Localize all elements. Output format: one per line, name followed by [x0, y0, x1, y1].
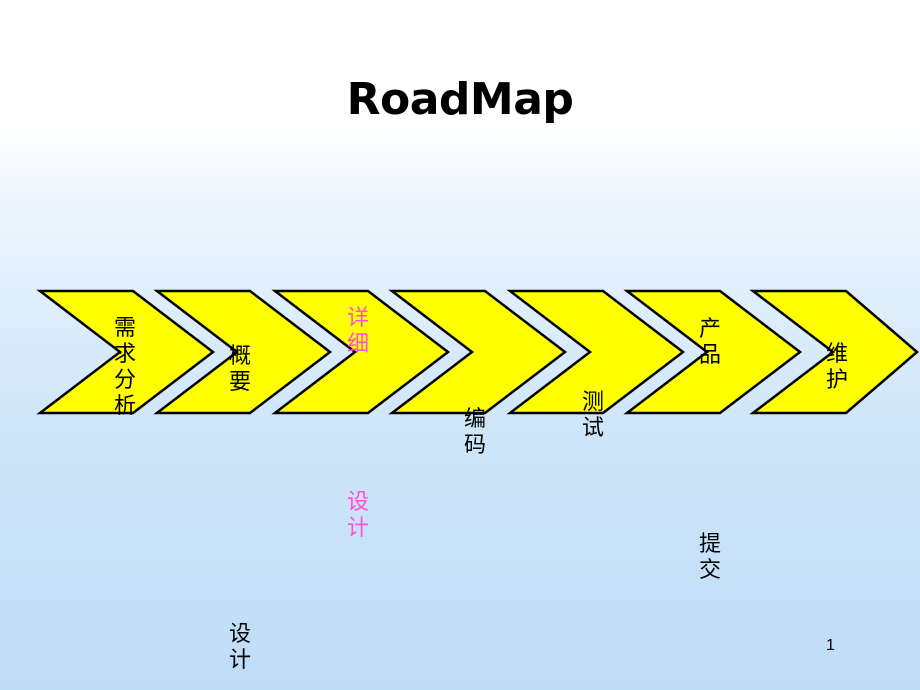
- stage-maintenance-line-1: 维护: [825, 342, 848, 393]
- stage-testing-line-1: 测试: [581, 390, 604, 441]
- stage-label-product-2: 提交: [695, 532, 725, 584]
- stage-outline-line-1: 概要: [228, 344, 251, 395]
- chevron-product: [623, 289, 803, 415]
- chevron-outline: [153, 289, 333, 415]
- stage-coding-line-1: 编码: [463, 407, 486, 458]
- chevron-coding: [388, 289, 568, 415]
- chevron-requirements: [36, 289, 216, 415]
- stage-label-detail: 详细: [343, 306, 373, 358]
- stage-product-line-1: 产品: [698, 317, 721, 368]
- stage-label-outline: 概要: [225, 344, 255, 396]
- chevron-maintenance: [749, 289, 919, 415]
- stage-product-line-2: 提交: [698, 532, 721, 583]
- slide-title: RoadMap: [346, 74, 574, 125]
- stage-label-outline-2: 设计: [225, 622, 255, 674]
- stage-requirements-line-1: 需求分析: [113, 316, 136, 419]
- stage-label-requirements: 需求分析: [110, 316, 140, 420]
- stage-outline-line-2: 设计: [228, 622, 251, 673]
- chevron-testing: [506, 289, 686, 415]
- stage-detail-line-2: 设计: [346, 490, 369, 541]
- chevron-detail: [271, 289, 451, 415]
- stage-label-product: 产品: [695, 317, 725, 369]
- stage-detail-line-1: 详细: [346, 306, 369, 357]
- stage-label-testing: 测试: [578, 390, 608, 442]
- stage-label-coding: 编码: [460, 407, 490, 459]
- stage-label-maintenance: 维护: [822, 342, 852, 394]
- stage-label-detail-2: 设计: [343, 490, 373, 542]
- page-number: 1: [826, 637, 835, 654]
